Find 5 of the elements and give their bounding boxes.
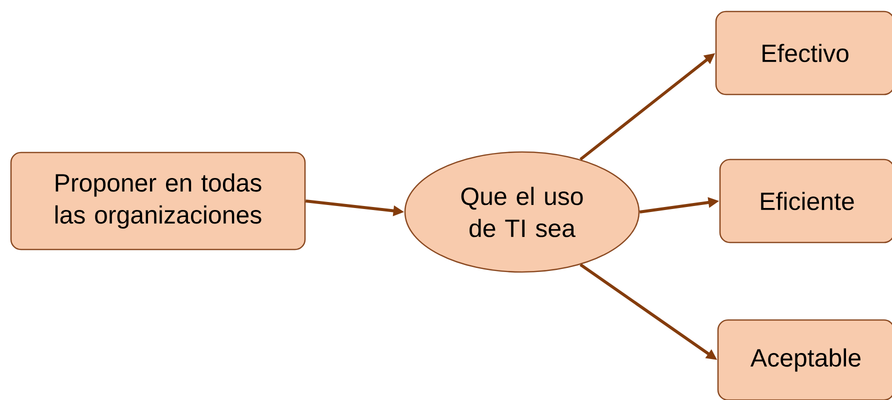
rounded-box: Aceptable xyxy=(717,319,892,400)
rounded-box: Efectivo xyxy=(715,10,892,96)
ellipse-node: Que el uso de TI sea xyxy=(404,151,640,273)
rounded-box: Eficiente xyxy=(719,158,892,244)
rounded-box: Proponer en todas las organizaciones xyxy=(10,152,306,250)
